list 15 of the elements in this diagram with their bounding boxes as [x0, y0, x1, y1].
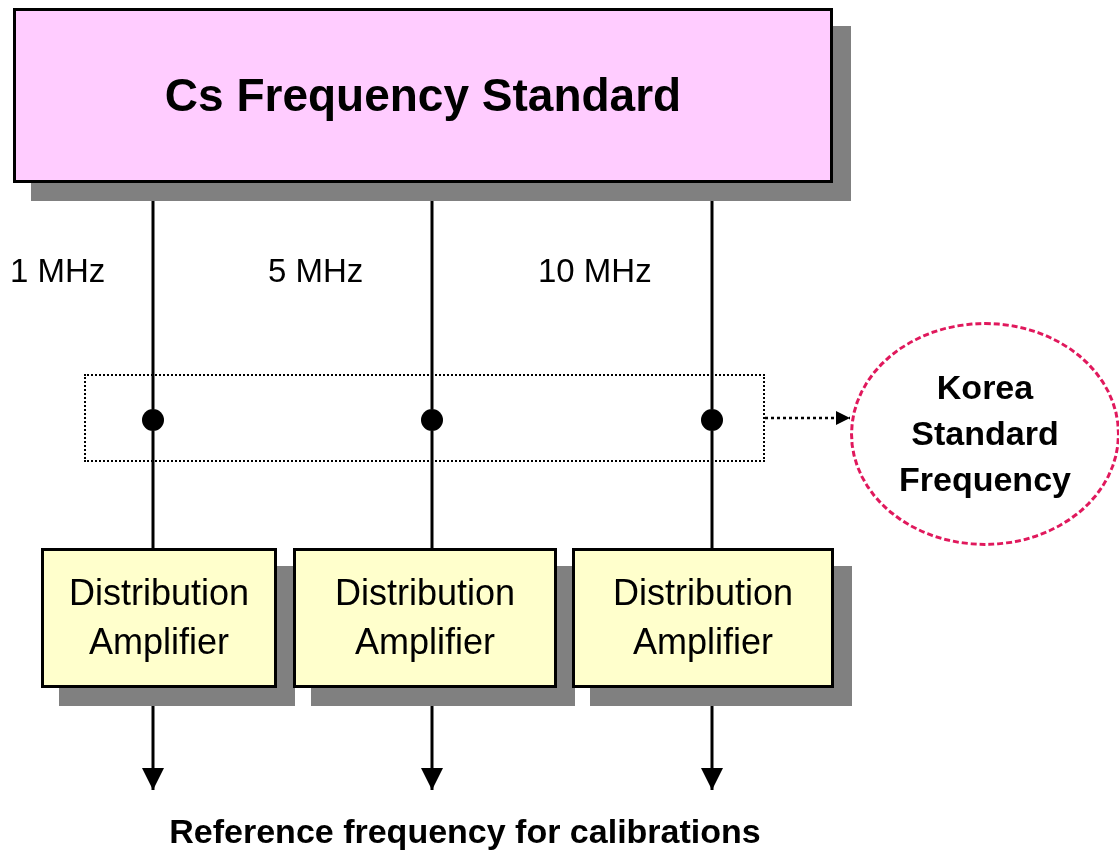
node-text: Korea Standard Frequency	[898, 367, 1072, 500]
signal-line	[151, 431, 155, 548]
dashed-circle	[850, 322, 1119, 546]
dotted-frame	[84, 374, 765, 462]
signal-line	[710, 431, 714, 548]
title-text: Cs Frequency Standard	[164, 68, 682, 124]
node-text: Distribution Amplifier	[67, 571, 251, 664]
signal-line	[430, 431, 434, 548]
caption-text: Reference frequency for calibrations	[168, 814, 762, 848]
junction-dot	[142, 409, 164, 431]
node-text: Distribution Amplifier	[333, 571, 517, 664]
arrow	[765, 411, 850, 425]
node-text: Distribution Amplifier	[611, 571, 795, 664]
junction-dot	[701, 409, 723, 431]
junction-dot	[421, 409, 443, 431]
